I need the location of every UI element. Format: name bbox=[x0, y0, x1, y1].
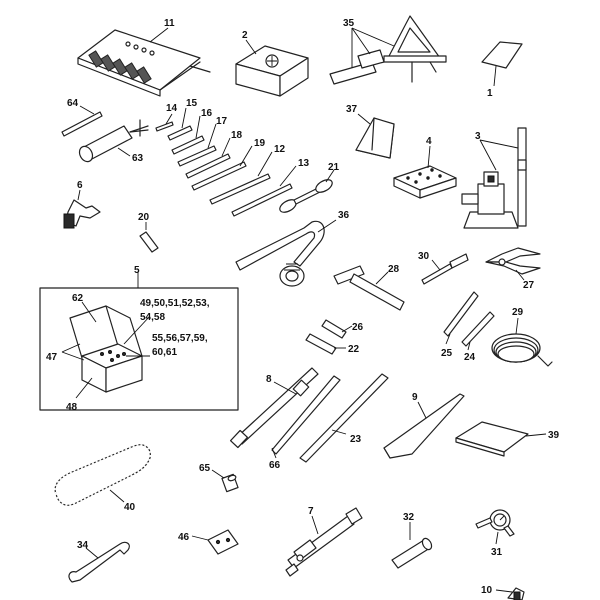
drive-belt-part-40 bbox=[54, 444, 151, 506]
callout-18: 18 bbox=[231, 130, 243, 141]
hex-key-part-22 bbox=[305, 333, 337, 355]
callout-66: 66 bbox=[269, 460, 281, 471]
ring-spanner-part-21 bbox=[279, 179, 333, 213]
callout-23: 23 bbox=[350, 434, 362, 445]
tow-hook-part-36 bbox=[235, 220, 325, 287]
tommy-bar-part-66 bbox=[271, 375, 341, 455]
wrench-part-18 bbox=[185, 153, 231, 179]
warning-triangle-part-35 bbox=[329, 15, 447, 85]
wheel-chock-part-37 bbox=[355, 117, 395, 159]
callout-28: 28 bbox=[388, 264, 400, 275]
callout-65: 65 bbox=[199, 463, 211, 474]
screwdriver-part-30 bbox=[421, 253, 469, 285]
fitting-part-65 bbox=[221, 473, 239, 493]
hook-part-34 bbox=[68, 541, 130, 583]
callout-34: 34 bbox=[77, 540, 89, 551]
t-handle-part-28 bbox=[333, 265, 405, 311]
callout-19: 19 bbox=[254, 138, 266, 149]
callout-63: 63 bbox=[132, 153, 144, 164]
pliers-part-27 bbox=[485, 247, 541, 275]
pump-tool-part-7 bbox=[285, 507, 363, 577]
callout-8: 8 bbox=[266, 374, 272, 385]
callout-26: 26 bbox=[352, 322, 364, 333]
wrench-part-19 bbox=[191, 161, 247, 191]
wrench-part-16 bbox=[171, 135, 205, 155]
callout-25: 25 bbox=[441, 348, 453, 359]
repair-pad-part-4 bbox=[393, 165, 457, 199]
grease-gun-part-63 bbox=[78, 119, 149, 163]
callout-47: 47 bbox=[46, 352, 58, 363]
callout-48: 48 bbox=[66, 402, 78, 413]
callout-29: 29 bbox=[512, 307, 524, 318]
callout-1: 1 bbox=[487, 88, 493, 99]
pressure-gauge-part-31 bbox=[475, 509, 515, 537]
kit-label-line-2: 54,58 bbox=[140, 312, 165, 323]
kit-label-line-3: 55,56,57,59, bbox=[152, 333, 208, 344]
hex-key-part-26 bbox=[321, 319, 347, 339]
callout-13: 13 bbox=[298, 158, 310, 169]
callout-64: 64 bbox=[67, 98, 79, 109]
lever-bar-part-23 bbox=[299, 373, 389, 463]
callout-5: 5 bbox=[134, 265, 140, 276]
callout-7: 7 bbox=[308, 506, 314, 517]
kit-label-line-1: 49,50,51,52,53, bbox=[140, 298, 210, 309]
coiled-cable-part-29 bbox=[491, 333, 553, 367]
callout-31: 31 bbox=[491, 547, 503, 558]
grease-gun-extension-part-64 bbox=[61, 111, 103, 137]
kit-label-line-4: 60,61 bbox=[152, 347, 177, 358]
callout-12: 12 bbox=[274, 144, 286, 155]
callout-4: 4 bbox=[426, 136, 432, 147]
pin-part-20 bbox=[139, 231, 159, 253]
callout-20: 20 bbox=[138, 212, 150, 223]
callout-21: 21 bbox=[328, 162, 340, 173]
callout-62: 62 bbox=[72, 293, 84, 304]
callout-3: 3 bbox=[475, 131, 481, 142]
wedge-lever-part-9 bbox=[383, 393, 465, 459]
wrench-part-12 bbox=[209, 173, 271, 205]
callout-36: 36 bbox=[338, 210, 350, 221]
callout-30: 30 bbox=[418, 251, 430, 262]
callout-35: 35 bbox=[343, 18, 355, 29]
box-spanner-part-8 bbox=[229, 367, 319, 449]
callout-37: 37 bbox=[346, 104, 358, 115]
sleeve-part-32 bbox=[391, 537, 433, 569]
tool-kit-box-part-5 bbox=[39, 287, 239, 411]
driver-part-25 bbox=[443, 291, 479, 337]
callout-6: 6 bbox=[77, 180, 83, 191]
bulb-part-10 bbox=[507, 587, 525, 600]
callout-16: 16 bbox=[201, 108, 213, 119]
callout-9: 9 bbox=[412, 392, 418, 403]
callout-32: 32 bbox=[403, 512, 415, 523]
tool-roll-part-11 bbox=[77, 29, 211, 97]
callout-22: 22 bbox=[348, 344, 360, 355]
callout-15: 15 bbox=[186, 98, 198, 109]
callout-14: 14 bbox=[166, 103, 178, 114]
callout-24: 24 bbox=[464, 352, 476, 363]
callout-46: 46 bbox=[178, 532, 190, 543]
callout-27: 27 bbox=[523, 280, 535, 291]
card-part-1 bbox=[481, 41, 523, 69]
callout-39: 39 bbox=[548, 430, 560, 441]
callout-2: 2 bbox=[242, 30, 248, 41]
bracket-plate-part-46 bbox=[207, 529, 239, 555]
clamp-tool-part-6 bbox=[63, 199, 101, 229]
wrench-part-17 bbox=[177, 145, 217, 167]
wrench-part-14 bbox=[155, 121, 174, 132]
callout-11: 11 bbox=[164, 18, 175, 29]
wrench-part-15 bbox=[167, 125, 193, 141]
callout-10: 10 bbox=[481, 585, 493, 596]
plate-part-39 bbox=[455, 421, 529, 457]
first-aid-kit-part-2 bbox=[235, 45, 309, 97]
bottle-jack-part-3 bbox=[461, 127, 527, 229]
wrench-part-13 bbox=[231, 183, 293, 217]
callout-40: 40 bbox=[124, 502, 136, 513]
driver-part-24 bbox=[461, 311, 495, 347]
callout-17: 17 bbox=[216, 116, 228, 127]
